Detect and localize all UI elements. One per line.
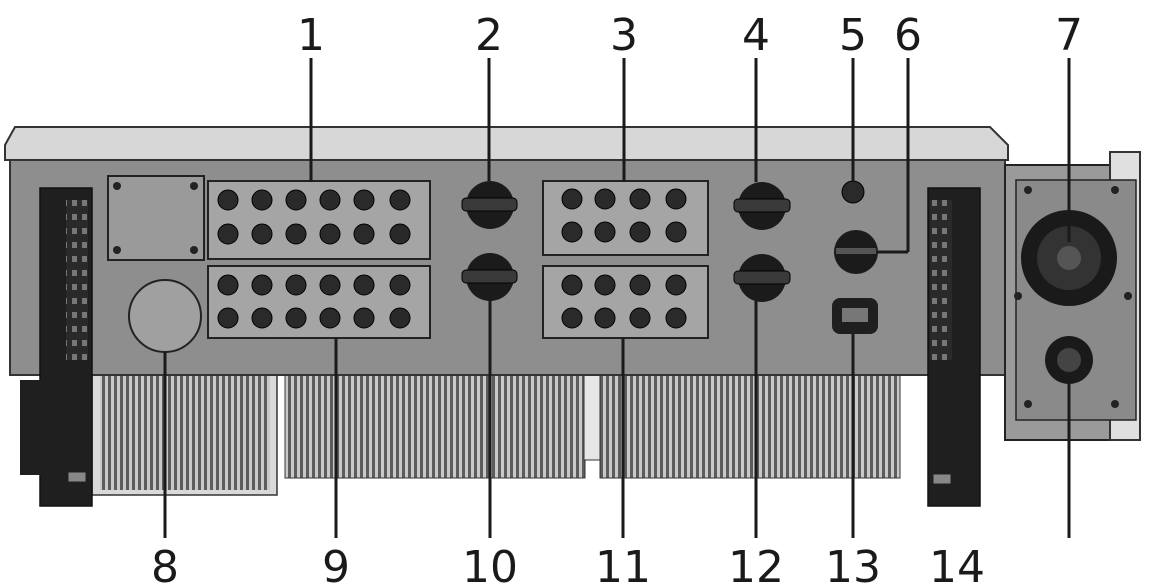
callout-5: 5 [839,10,867,61]
callout-1: 1 [297,10,325,61]
dc-input-terminals-lower-right [542,265,709,339]
dc-switch-lower-right [733,254,791,302]
small-port [841,180,865,204]
heat-sink [91,369,901,496]
right-mounting-bracket [927,187,981,507]
callout-numbers-top: 1 2 3 4 5 6 7 [297,10,1083,61]
callout-11: 11 [595,542,651,587]
dc-switch-upper-right [733,182,791,230]
callout-2: 2 [475,10,503,61]
callout-4: 4 [742,10,770,61]
left-mounting-bracket [20,187,93,507]
leader-lines [163,58,1071,538]
communication-port [832,298,878,334]
callout-numbers-bottom: 8 9 10 11 12 13 14 [151,542,985,587]
dc-switch-upper-left [461,181,518,229]
callout-13: 13 [825,542,881,587]
dc-input-terminals-upper-right [542,180,709,256]
callout-9: 9 [322,542,350,587]
vent-valve [834,230,878,274]
callout-12: 12 [728,542,784,587]
callout-3: 3 [610,10,638,61]
callout-8: 8 [151,542,179,587]
top-cover [4,126,1009,161]
callout-6: 6 [894,10,922,61]
callout-7: 7 [1055,10,1083,61]
dc-input-terminals-upper [207,180,431,260]
ac-wiring-box [1004,151,1141,441]
callout-14: 14 [929,542,985,587]
callout-10: 10 [462,542,518,587]
dc-input-terminals-lower [207,265,431,339]
cover-plate [107,175,205,261]
cable-gland-round [128,279,202,353]
dc-switch-lower-left [461,253,518,301]
